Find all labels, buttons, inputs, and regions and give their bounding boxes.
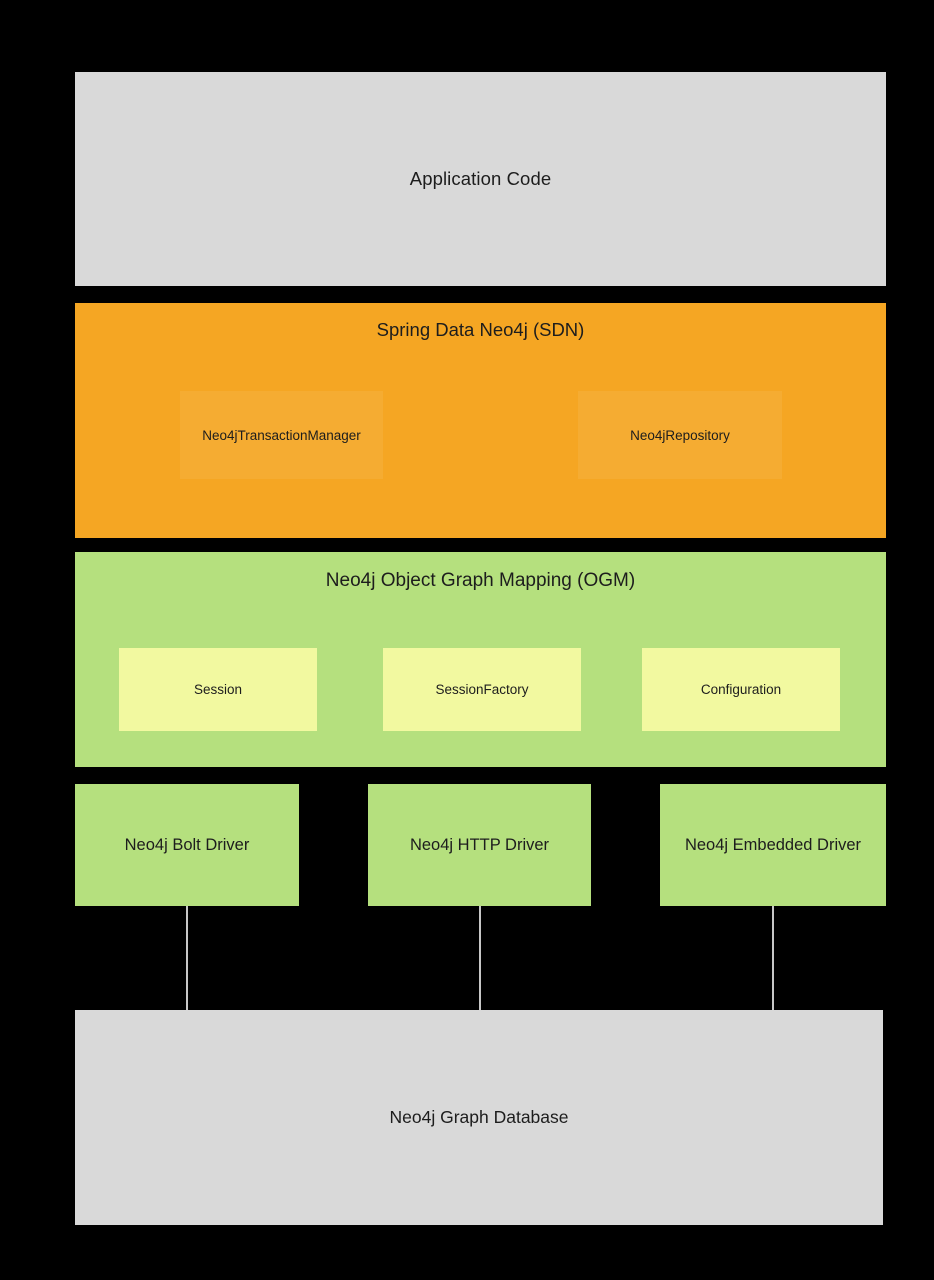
sdn-component-neo4j-transaction-manager: Neo4jTransactionManager	[180, 391, 383, 479]
ogm-component-session-factory: SessionFactory	[383, 648, 581, 731]
driver-box-http: Neo4j HTTP Driver	[368, 784, 591, 906]
driver-label: Neo4j Bolt Driver	[124, 835, 250, 854]
ogm-component-configuration: Configuration	[642, 648, 840, 731]
driver-label: Neo4j Embedded Driver	[684, 835, 862, 854]
ogm-component-label: Session	[193, 682, 243, 697]
layer-spring-data-neo4j: Spring Data Neo4j (SDN) Neo4jTransaction…	[75, 303, 886, 538]
connector-line-embedded-to-database	[772, 906, 774, 1010]
layer-neo4j-ogm: Neo4j Object Graph Mapping (OGM) Session…	[75, 552, 886, 767]
ogm-component-session: Session	[119, 648, 317, 731]
connector-line-http-to-database	[479, 906, 481, 1010]
ogm-component-label: Configuration	[700, 682, 782, 697]
driver-label: Neo4j HTTP Driver	[409, 835, 550, 854]
driver-box-embedded: Neo4j Embedded Driver	[660, 784, 886, 906]
ogm-component-label: SessionFactory	[435, 682, 529, 697]
ogm-layer-title: Neo4j Object Graph Mapping (OGM)	[325, 570, 636, 591]
sdn-component-label: Neo4jTransactionManager	[202, 427, 361, 443]
sdn-component-neo4j-repository: Neo4jRepository	[578, 391, 782, 479]
connector-line-bolt-to-database	[186, 906, 188, 1010]
sdn-component-label: Neo4jRepository	[630, 427, 730, 443]
layer-neo4j-graph-database: Neo4j Graph Database	[75, 1010, 883, 1225]
graph-database-label: Neo4j Graph Database	[389, 1107, 569, 1127]
sdn-layer-title: Spring Data Neo4j (SDN)	[376, 319, 585, 340]
driver-box-bolt: Neo4j Bolt Driver	[75, 784, 299, 906]
application-code-label: Application Code	[409, 168, 552, 189]
layer-application-code: Application Code	[75, 72, 886, 286]
